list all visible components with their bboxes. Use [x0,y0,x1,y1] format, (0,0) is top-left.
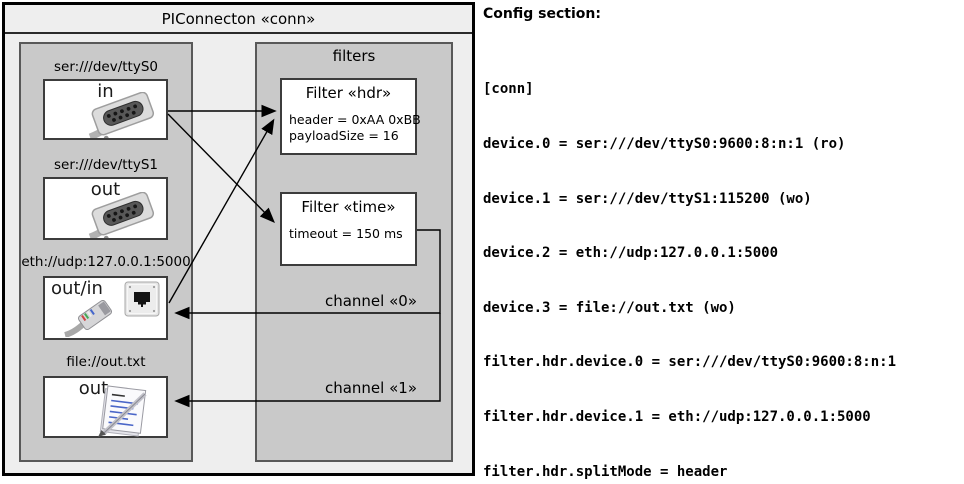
config-line: device.2 = eth://udp:127.0.0.1:5000 [483,245,779,262]
diagram-title: PIConnecton «conn» [5,5,472,34]
config-line: filter.hdr.device.1 = eth://udp:127.0.0.… [483,409,871,426]
config-lines: [conn] device.0 = ser:///dev/ttyS0:9600:… [483,44,904,484]
device-box: out [43,177,168,240]
config-line: device.1 = ser:///dev/ttyS1:115200 (wo) [483,190,812,207]
device-label: file://out.txt [66,354,146,370]
ethernet-port-icon [124,281,160,317]
config-line: device.3 = file://out.txt (wo) [483,299,736,316]
channel-label: channel «1» [324,379,417,397]
device-direction-label: out/in [51,278,103,299]
channel-label: channel «0» [324,292,417,310]
filter-title: Filter «hdr» [305,84,392,102]
device-direction-label: out [90,179,121,200]
device-direction-label: in [97,81,114,102]
filter-attribute: payloadSize = 16 [289,128,399,143]
serial-connector-image [88,192,155,238]
device-box: out [43,376,168,438]
device-box: out/in [43,276,168,340]
filter-box-time: Filter «time» timeout = 150 ms [280,192,417,266]
filter-attribute: timeout = 150 ms [289,226,403,241]
device-direction-label: out [78,378,109,399]
filter-title: Filter «time» [301,198,396,216]
config-line: filter.hdr.device.0 = ser:///dev/ttyS0:9… [483,354,897,371]
device-label: ser:///dev/ttyS1 [54,157,158,173]
device-label: eth://udp:127.0.0.1:5000 [21,254,191,270]
filters-panel-title: filters [332,47,376,65]
ethernet-plug-image [64,299,113,337]
filter-box-hdr: Filter «hdr» header = 0xAA 0xBB payloadS… [280,78,421,155]
filter-attribute: header = 0xAA 0xBB [289,112,421,127]
config-line: filter.hdr.splitMode = header [483,463,728,480]
device-label: ser:///dev/ttyS0 [54,59,158,75]
serial-connector-image [88,92,155,138]
device-box: in [43,79,168,140]
config-heading: Config section: [483,6,601,22]
config-line: [conn] [483,81,534,98]
notepad-image [98,385,147,437]
config-line: device.0 = ser:///dev/ttyS0:9600:8:n:1 (… [483,136,846,153]
